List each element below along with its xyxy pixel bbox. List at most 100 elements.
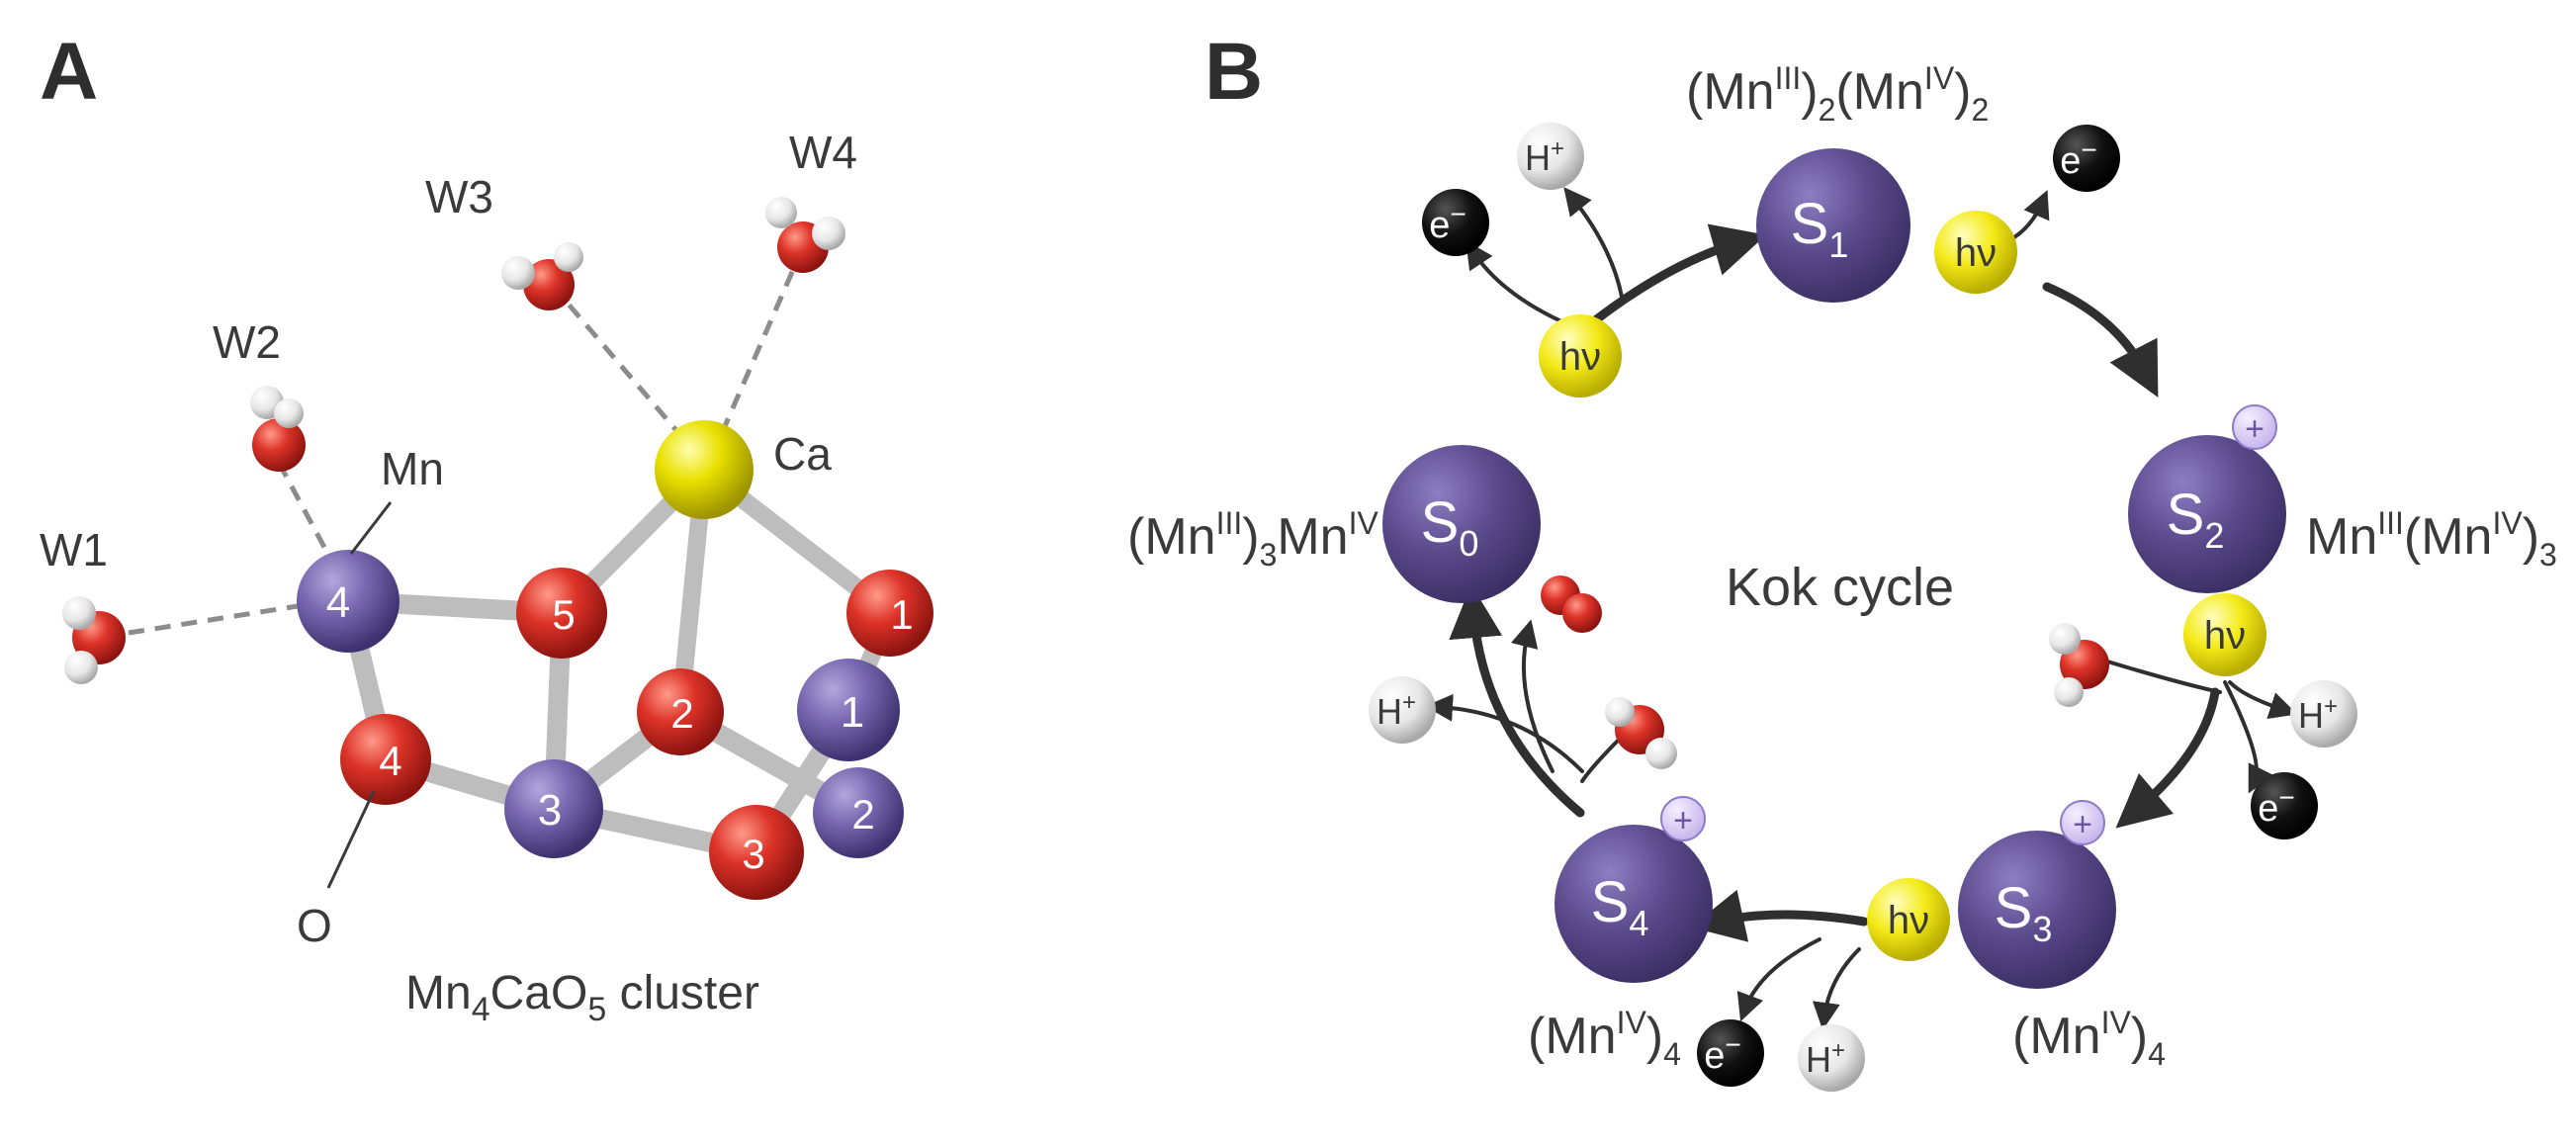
state-sphere (2128, 435, 2286, 593)
proton-icon (1798, 1024, 1865, 1092)
panel-a-letter: A (40, 27, 98, 117)
state-s0: S0 (1382, 445, 1541, 603)
state-sphere (1756, 148, 1910, 303)
water-hydrogen (64, 651, 98, 684)
arrow-e-minus-s0 (1466, 240, 1574, 328)
proton-icon (1369, 676, 1436, 744)
water-hydrogen (1605, 697, 1635, 727)
water-label-w1: W1 (40, 524, 108, 575)
oxygen-number-5: 5 (552, 591, 575, 638)
water-hydrogen (2054, 677, 2084, 707)
arrow-h-plus-s3 (1812, 947, 1861, 1030)
electron-icon (1697, 1019, 1764, 1087)
state-label-s1: S1 (1791, 192, 1849, 265)
oxygen-number-2: 2 (670, 690, 693, 737)
electron-label: e− (2060, 134, 2097, 182)
oxidation-label-s3: (MnIV)4 (2012, 1005, 2166, 1072)
arrow-s1-s2 (2042, 282, 2159, 397)
hbond-w4 (719, 246, 806, 434)
electron-s0: e− (1422, 189, 1489, 256)
oxidation-label-s0: (MnIII)3MnIV (1127, 505, 1379, 573)
state-label-s2: S2 (2167, 483, 2225, 556)
product-arrows (1425, 187, 2298, 1030)
photon-icon (2183, 593, 2266, 676)
photon-icon (1539, 314, 1622, 397)
water-hydrogen (1645, 738, 1677, 769)
mn-number-3: 3 (538, 786, 562, 835)
water-label-w3: W3 (425, 171, 493, 222)
state-sphere (1554, 825, 1713, 983)
water-hydrogen (554, 242, 583, 272)
panel-b: B S1 (1127, 27, 2557, 1092)
state-label-s4: S4 (1591, 870, 1649, 943)
water-hydrogen (765, 197, 797, 228)
charge-badge (1660, 796, 1706, 841)
o-leader-line (326, 790, 376, 889)
water-label-w4: W4 (789, 127, 857, 178)
water-in-s4 (1605, 697, 1677, 769)
electron-icon (1422, 189, 1489, 256)
electron-icon (2053, 125, 2120, 192)
photon-s3-s4: hν (1867, 878, 1950, 961)
oxygen-number-1: 1 (890, 591, 913, 638)
hbond-w1 (128, 600, 317, 636)
proton-s3: H+ (1798, 1024, 1865, 1092)
water-w1 (62, 596, 126, 684)
water-in-s2 (2049, 623, 2109, 707)
state-label-s3: S3 (1995, 876, 2053, 949)
oxygen-number-4: 4 (379, 738, 401, 784)
oxygen-molecule-icon (1541, 575, 1602, 633)
photon-s2-s3: hν (2183, 593, 2266, 676)
proton-icon (2290, 680, 2357, 748)
oxygen-number-3: 3 (742, 831, 764, 877)
o2-atom (1562, 593, 1602, 633)
water-hydrogen (501, 256, 535, 290)
water-hydrogen (812, 217, 845, 250)
charge-badge (2232, 404, 2277, 450)
charge-sign: + (1673, 802, 1693, 839)
photon-label: hν (2204, 614, 2246, 658)
arrow-o2-out (1511, 619, 1554, 773)
mn-leader-line (349, 501, 393, 555)
oxidation-label-s1: (MnIII)2(MnIV)2 (1686, 60, 1989, 128)
arrow-s0-s1 (1589, 223, 1766, 326)
arrow-water-in-s2 (2077, 640, 2222, 694)
arrow-s2-s3 (2115, 687, 2220, 829)
photon-label: hν (1955, 231, 1997, 275)
cycle-center-label: Kok cycle (1726, 558, 1954, 617)
hbond-lines (128, 246, 806, 636)
photon-s1-s2: hν (1934, 211, 2017, 294)
photon-label: hν (1888, 899, 1929, 942)
oxygen-atom-1 (846, 570, 933, 657)
mn-number-2: 2 (851, 791, 874, 838)
water-oxygen (523, 259, 575, 310)
photon-icon (1934, 211, 2017, 294)
proton-icon (1517, 123, 1584, 190)
state-s1: S1 (1756, 148, 1910, 303)
bond-network (338, 461, 899, 862)
arrow-h-plus-s4 (1425, 693, 1584, 773)
arrow-h-plus-s0 (1563, 187, 1624, 299)
electron-label: e− (2258, 782, 2295, 830)
arrow-water-in-s4 (1580, 735, 1624, 783)
state-label-s0: S0 (1421, 490, 1479, 564)
calcium-atom (655, 420, 754, 519)
state-sphere (1382, 445, 1541, 603)
mn-label: Mn (381, 443, 444, 494)
proton-label: H+ (1525, 135, 1564, 178)
proton-s4: H+ (1369, 676, 1436, 744)
panel-b-letter: B (1204, 27, 1263, 117)
electron-s2: e− (2251, 772, 2318, 839)
hbond-w3 (550, 283, 682, 437)
charge-sign: + (2073, 806, 2092, 843)
photon-icon (1867, 878, 1950, 961)
charge-sign: + (2245, 410, 2265, 448)
cycle-arrows (1449, 223, 2220, 942)
electron-label: e− (1704, 1029, 1741, 1077)
photon-s0-s1: hν (1539, 314, 1622, 397)
proton-s0: H+ (1517, 123, 1584, 190)
electron-icon (2251, 772, 2318, 839)
state-s2: S2 + (2128, 404, 2286, 593)
water-hydrogen (2049, 623, 2081, 655)
